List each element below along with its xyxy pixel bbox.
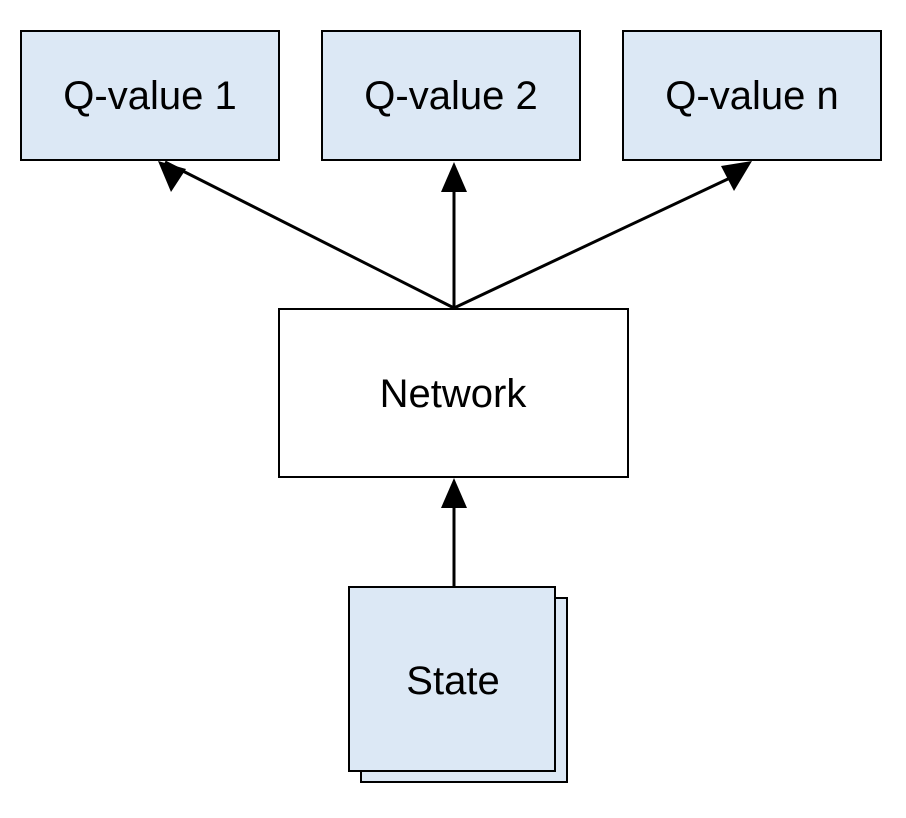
q-value-n-label: Q-value n <box>665 74 838 118</box>
arrowhead-network <box>441 478 467 508</box>
edge-network-to-qn <box>453 176 731 310</box>
q-value-1-box <box>20 30 280 161</box>
edges <box>158 160 752 586</box>
node-q-value-2: Q-value 2 <box>321 30 581 161</box>
network-box <box>278 308 629 478</box>
state-box-front <box>348 586 556 772</box>
arrowhead-q1 <box>158 161 186 192</box>
state-label: State <box>406 659 499 703</box>
node-state: State <box>348 586 568 783</box>
edge-network-to-q1 <box>164 160 455 310</box>
arrowhead-q2 <box>441 162 467 192</box>
q-value-2-box <box>321 30 581 161</box>
arrowhead-qn <box>721 161 752 191</box>
network-label: Network <box>380 372 528 416</box>
node-q-value-1: Q-value 1 <box>20 30 280 161</box>
node-q-value-n: Q-value n <box>622 30 882 161</box>
q-value-n-box <box>622 30 882 161</box>
q-value-2-label: Q-value 2 <box>364 74 537 118</box>
q-value-1-label: Q-value 1 <box>63 74 236 118</box>
node-network: Network <box>278 308 629 478</box>
